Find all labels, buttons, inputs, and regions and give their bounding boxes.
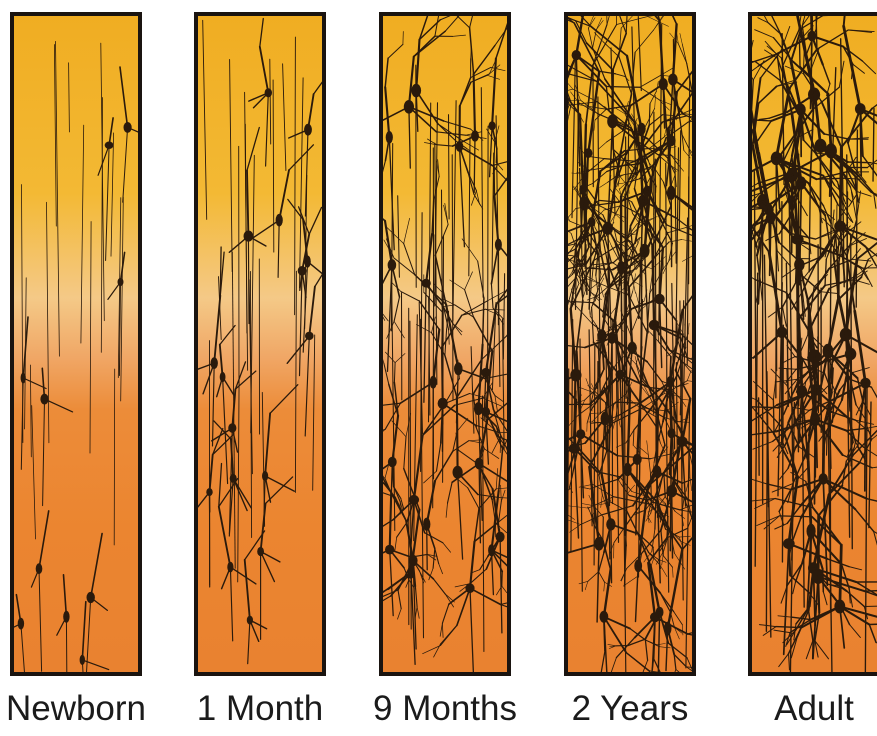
caption-newborn: Newborn (0, 682, 152, 736)
panel-1-month (194, 12, 326, 676)
panel-newborn (10, 12, 142, 676)
caption-2-years: 2 Years (554, 682, 706, 736)
neuron-network-9-months (383, 16, 507, 672)
panel-adult (748, 12, 877, 676)
neuron-network-newborn (14, 16, 138, 672)
panel-9-months (379, 12, 511, 676)
neuron-network-2-years (568, 16, 692, 672)
caption-1-month: 1 Month (184, 682, 336, 736)
caption-9-months: 9 Months (369, 682, 521, 736)
panel-2-years (564, 12, 696, 676)
neuron-network-adult (752, 16, 877, 672)
neuron-network-1-month (198, 16, 322, 672)
caption-adult: Adult (738, 682, 877, 736)
